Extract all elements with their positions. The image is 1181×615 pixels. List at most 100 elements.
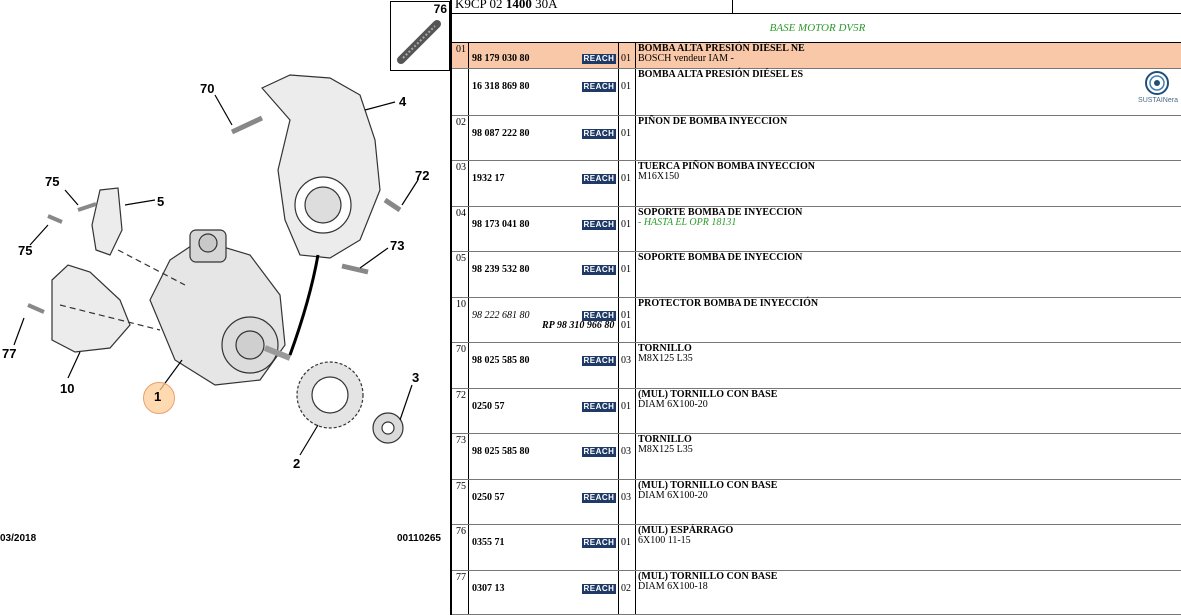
row-index: 72 (456, 390, 466, 401)
part-detail: M8X125 L35 (638, 353, 693, 364)
part-detail: DIAM 6X100-20 (638, 490, 708, 501)
stud-76-inset: 76 (390, 1, 450, 71)
part-reference[interactable]: 98 222 681 80 (472, 310, 530, 321)
row-index: 70 (456, 344, 466, 355)
reach-badge: REACH (582, 174, 616, 184)
sustain-text: SUSTAINera (1138, 97, 1178, 104)
part-description: BOMBA ALTA PRESIÓN DIÉSEL NE (638, 43, 805, 54)
part-reference[interactable]: 0307 13 (472, 583, 505, 594)
row-index: 03 (456, 162, 466, 173)
part-reference[interactable]: 0250 57 (472, 492, 505, 503)
quantity: 01 (621, 320, 631, 331)
parts-table: K9CP 02 1400 30A BASE MOTOR DV5R 01 98 17… (450, 0, 1181, 615)
row-index: 73 (456, 435, 466, 446)
bracket-5-shape (91, 187, 123, 256)
protector-10-shape (51, 264, 131, 353)
quantity: 01 (621, 173, 631, 184)
sustainera-logo: SUSTAINera (1137, 70, 1178, 110)
quantity: 01 (621, 537, 631, 548)
part-description: SOPORTE BOMBA DE INYECCION (638, 252, 803, 263)
part-description: SOPORTE BOMBA DE INYECCION (638, 207, 803, 218)
highlight-circle[interactable] (143, 382, 175, 414)
part-description: (MUL) TORNILLO CON BASE (638, 571, 778, 582)
stud-icon (397, 20, 441, 64)
part-reference[interactable]: RP 98 310 966 80 (542, 320, 615, 331)
reach-badge: REACH (582, 584, 616, 594)
table-header: K9CP 02 1400 30A (452, 0, 1181, 14)
callout-73[interactable]: 73 (390, 238, 405, 253)
part-description: TORNILLO (638, 343, 692, 354)
reach-badge: REACH (582, 129, 616, 139)
part-reference[interactable]: 98 025 585 80 (472, 355, 530, 366)
callout-10[interactable]: 10 (60, 381, 75, 396)
part-reference[interactable]: 16 318 869 80 (472, 81, 530, 92)
quantity: 01 (621, 219, 631, 230)
quantity: 01 (621, 128, 631, 139)
quantity: 02 (621, 583, 631, 594)
bolt-75a (77, 202, 97, 212)
part-detail: 6X100 11-15 (638, 535, 691, 546)
part-reference[interactable]: 0355 71 (472, 537, 505, 548)
engine-code-bold: 1400 (505, 0, 532, 11)
callout-2[interactable]: 2 (293, 456, 301, 471)
part-reference[interactable]: 98 239 532 80 (472, 264, 530, 275)
callout-70[interactable]: 70 (200, 81, 215, 96)
engine-code-prefix: K9CP 02 (455, 0, 506, 11)
reach-badge: REACH (582, 538, 616, 548)
row-index: 76 (456, 526, 466, 537)
callout-4[interactable]: 4 (399, 94, 407, 109)
part-reference[interactable]: 0250 57 (472, 401, 505, 412)
part-detail: M8X125 L35 (638, 444, 693, 455)
part-reference[interactable]: 1932 17 (472, 173, 505, 184)
base-title: BASE MOTOR DV5R (452, 14, 1181, 43)
diagram-drawing (13, 74, 419, 456)
part-description: BOMBA ALTA PRESIÓN DIÉSEL ES (638, 69, 804, 80)
part-reference[interactable]: 98 173 041 80 (472, 219, 530, 230)
row-index: 04 (456, 208, 466, 219)
callout-75[interactable]: 75 (45, 174, 60, 189)
engine-code-suffix: 30A (531, 0, 558, 11)
part-description: TUERCA PIÑON BOMBA INYECCION (638, 161, 815, 172)
quantity: 01 (621, 53, 631, 64)
part-detail: DIAM 6X100-18 (638, 581, 708, 592)
part-description: (MUL) TORNILLO CON BASE (638, 480, 778, 491)
part-reference[interactable]: 98 179 030 80 (472, 53, 530, 64)
part-reference[interactable]: 98 087 222 80 (472, 128, 530, 139)
reach-badge: REACH (582, 447, 616, 457)
row-index: 75 (456, 481, 466, 492)
bolt-77 (27, 303, 45, 314)
callout-1[interactable]: 1 (154, 389, 162, 404)
quantity: 03 (621, 446, 631, 457)
quantity: 01 (621, 401, 631, 412)
part-reference[interactable]: 98 025 585 80 (472, 446, 530, 457)
callout-3[interactable]: 3 (412, 370, 420, 385)
callout-76: 76 (433, 2, 447, 16)
bolt-75b (47, 214, 63, 224)
callout-75-lower[interactable]: 75 (18, 243, 33, 258)
part-description: PROTECTOR BOMBA DE INYECCIÓN (638, 298, 819, 309)
callout-5[interactable]: 5 (157, 194, 165, 209)
callout-72[interactable]: 72 (415, 168, 430, 183)
quantity: 03 (621, 492, 631, 503)
reach-badge: REACH (582, 54, 616, 64)
bolt-70 (230, 115, 264, 135)
part-description: PIÑON DE BOMBA INYECCION (638, 116, 788, 127)
reach-badge: REACH (582, 265, 616, 275)
callout-77[interactable]: 77 (2, 346, 17, 361)
reach-badge: REACH (582, 493, 616, 503)
engine-code: K9CP 02 1400 30A (455, 0, 557, 12)
table-row[interactable]: 03 1932 17 REACH 01 TUERCA PIÑON BOMBA INYEC… (452, 161, 1181, 207)
part-detail: BOSCH vendeur IAM - (638, 53, 734, 64)
